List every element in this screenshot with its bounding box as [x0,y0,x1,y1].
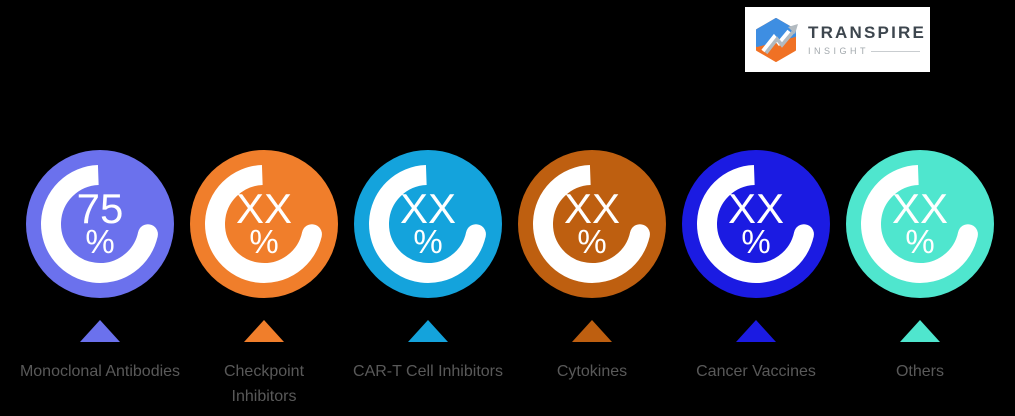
donut-value: XX [563,185,621,232]
pointer-triangle [900,320,940,342]
donut-chart: XX % [354,150,502,298]
donut-graphic [190,150,338,298]
donut-label: Cancer Vaccines [696,363,816,380]
donut-chart: XX % [518,150,666,298]
donut-arc [861,165,978,283]
donut-graphic [26,150,174,298]
donut-unit: % [413,223,443,260]
pointer-triangle [80,320,120,342]
donut-graphic [518,150,666,298]
gauge-checkpoint-inhibitors: XX % Checkpoint Inhibitors [182,150,346,410]
donut-text: 75 % [26,150,174,298]
donut-arc [697,165,814,283]
logo-rule [871,50,920,52]
pointer-triangle [572,320,612,342]
pointer-triangle [244,320,284,342]
donut-arc-cap [957,224,978,245]
pointer-triangle [408,320,448,342]
donut-label: Checkpoint Inhibitors [223,363,305,405]
transpire-logo-icon [756,17,798,62]
donut-value: XX [399,185,457,232]
donut-unit: % [905,223,935,260]
gauge-cytokines: XX % Cytokines [510,150,674,385]
donut-arc-cap [465,224,486,245]
donut-arc-cap [793,224,814,245]
donut-arc [369,165,486,283]
gauge-car-t-cell-inhibitors: XX % CAR-T Cell Inhibitors [346,150,510,385]
donut-arc-cap [629,224,650,245]
donut-unit: % [741,223,771,260]
logo-text-block: TRANSPIRE INSIGHT [808,23,927,56]
donut-chart: 75 % [26,150,174,298]
gauge-others: XX % Others [838,150,1002,385]
donut-text: XX % [354,150,502,298]
donut-value: XX [727,185,785,232]
donut-chart: XX % [190,150,338,298]
logo-title: TRANSPIRE [808,23,927,42]
donut-arc [533,165,650,283]
donut-unit: % [85,223,115,260]
donut-value: XX [235,185,293,232]
donut-arc-cap [301,224,322,245]
pointer-triangle [736,320,776,342]
gauge-cancer-vaccines: XX % Cancer Vaccines [674,150,838,385]
donut-text: XX % [518,150,666,298]
donut-graphic [846,150,994,298]
donut-chart: XX % [682,150,830,298]
donut-text: XX % [846,150,994,298]
donut-arc-cap [137,224,158,245]
donut-label: Others [895,363,944,380]
transpire-insight-logo: TRANSPIRE INSIGHT [745,7,930,72]
donut-value: 75 [76,185,124,232]
donut-arc [41,165,158,283]
donut-chart: XX % [846,150,994,298]
donut-label: Cytokines [556,363,628,380]
donut-value: XX [891,185,949,232]
logo-subtitle: INSIGHT [808,46,870,56]
donut-label: CAR-T Cell Inhibitors [353,363,503,380]
donut-graphic [354,150,502,298]
donut-graphic [682,150,830,298]
donut-text: XX % [190,150,338,298]
donut-unit: % [249,223,279,260]
donut-label: Monoclonal Antibodies [19,363,181,380]
gauge-monoclonal-antibodies: 75 % Monoclonal Antibodies [18,150,182,385]
donut-unit: % [577,223,607,260]
donut-arc [205,165,322,283]
donut-text: XX % [682,150,830,298]
